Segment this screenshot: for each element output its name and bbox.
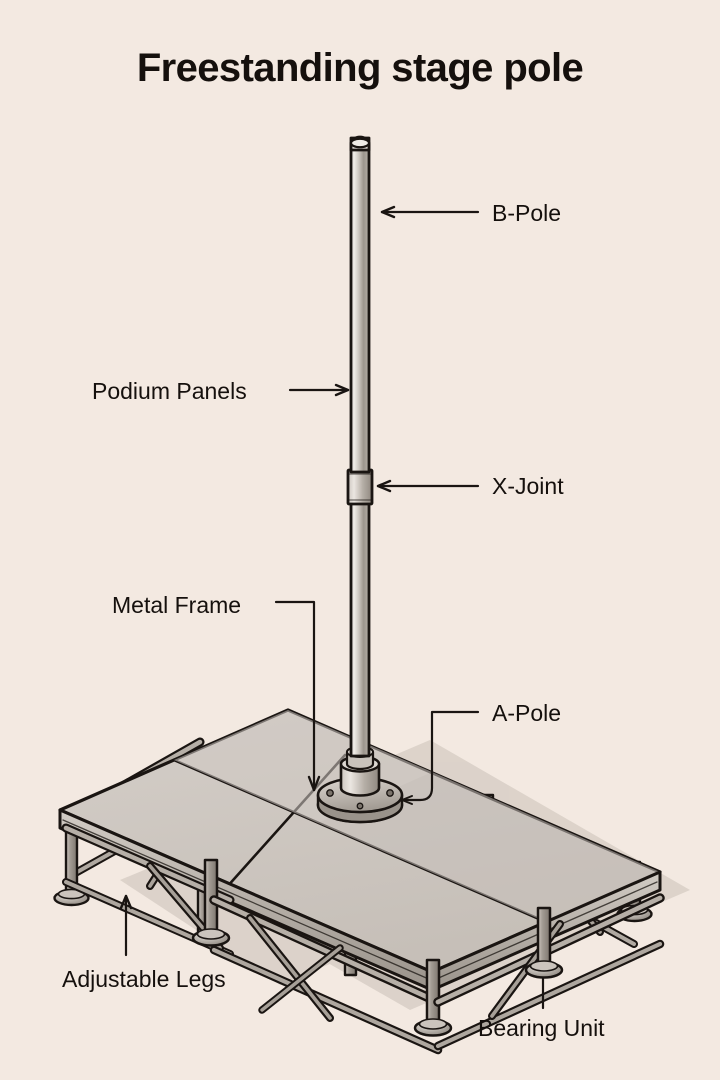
leader-x-joint: [376, 479, 480, 493]
leader-a-pole: [400, 710, 480, 805]
leader-adjustable-legs: [119, 894, 133, 957]
leg-right-mid: [524, 906, 564, 979]
leader-lines: [119, 205, 545, 1010]
a-pole-shaft: [349, 486, 371, 758]
label-metal-frame: Metal Frame: [112, 592, 242, 618]
leader-metal-frame: [274, 600, 321, 792]
label-podium-panels: Podium Panels: [92, 378, 247, 404]
label-b-pole: B-Pole: [492, 200, 562, 226]
x-joint-collar: [346, 468, 374, 506]
leg-front-left: [53, 806, 90, 907]
front-frame: [61, 823, 665, 1055]
leg-front-center: [413, 958, 453, 1037]
leader-podium-panels: [288, 383, 350, 397]
label-x-joint: X-Joint: [492, 473, 564, 499]
leader-b-pole: [380, 205, 480, 219]
page-title: Freestanding stage pole: [136, 46, 584, 90]
label-adjustable-legs: Adjustable Legs: [62, 966, 226, 992]
b-pole-shaft: [349, 136, 371, 474]
label-bearing-unit: Bearing Unit: [478, 1015, 605, 1041]
label-a-pole: A-Pole: [492, 700, 562, 726]
pole-assembly: [346, 135, 374, 758]
